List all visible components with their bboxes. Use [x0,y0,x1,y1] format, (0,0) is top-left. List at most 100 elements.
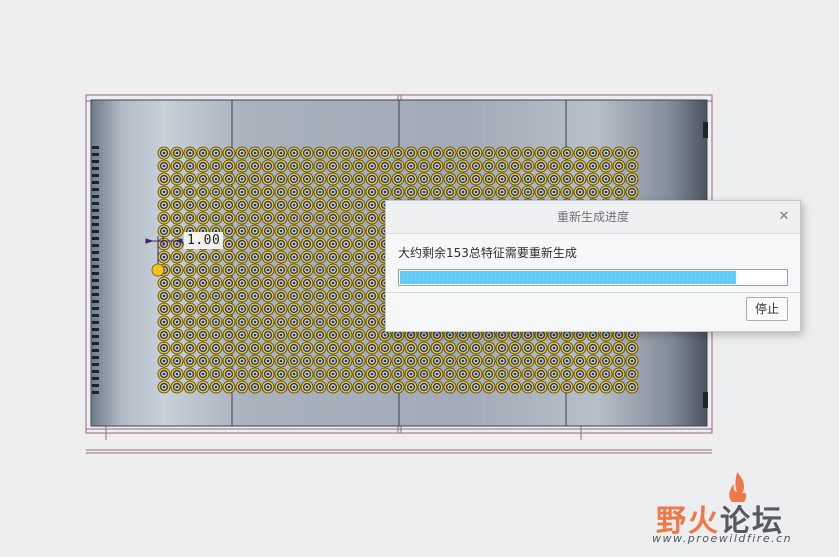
hole-circle [339,380,353,394]
hole-circle [261,276,275,290]
hole-circle [521,159,535,173]
hole-circle [248,146,262,160]
hole-circle [248,185,262,199]
hole-circle [547,185,561,199]
edge-tick [92,160,99,163]
hole-circle [599,172,613,186]
hole-circle [560,185,574,199]
hole-circle [378,172,392,186]
hole-circle [365,198,379,212]
hole-circle [339,341,353,355]
hole-circle [534,380,548,394]
hole-circle [508,159,522,173]
hole-circle [274,172,288,186]
edge-tick [92,307,99,310]
hole-circle [417,159,431,173]
hole-circle [547,380,561,394]
hole-circle [599,367,613,381]
dimension-value-label[interactable]: 1.00 [184,232,224,249]
hole-circle [326,250,340,264]
hole-circle [326,172,340,186]
hole-circle [209,146,223,160]
hole-circle [521,146,535,160]
hole-circle [560,159,574,173]
hole-circle [573,354,587,368]
edge-tick [92,356,99,359]
hole-circle [339,211,353,225]
hole-circle [417,146,431,160]
hole-circle [313,328,327,342]
hole-circle [196,159,210,173]
hole-circle [573,328,587,342]
edge-tick [92,377,99,380]
hole-circle [495,341,509,355]
dimension-annotation [145,236,183,268]
hole-circle [365,237,379,251]
hole-circle [209,172,223,186]
hole-circle [378,146,392,160]
hole-circle [547,172,561,186]
hole-circle [352,341,366,355]
close-icon[interactable]: ✕ [778,209,790,224]
hole-circle [547,354,561,368]
forum-watermark: 野火论坛 www.proewildfire.cn [652,470,832,550]
hole-circle [235,341,249,355]
hole-circle [430,159,444,173]
dialog-titlebar[interactable]: 重新生成进度 ✕ [386,201,800,234]
hole-circle [469,354,483,368]
hole-circle [482,367,496,381]
hole-circle [209,159,223,173]
regeneration-progress-dialog: 重新生成进度 ✕ 大约剩余153总特征需要重新生成 停止 [385,200,801,332]
selected-point-marker[interactable] [151,263,165,277]
hole-circle [300,185,314,199]
hole-circle [300,198,314,212]
hole-circle [157,185,171,199]
hole-circle [534,172,548,186]
hole-circle [248,367,262,381]
hole-circle [443,159,457,173]
hole-circle [313,146,327,160]
progress-bar [398,269,788,286]
hole-circle [365,224,379,238]
hole-circle [365,159,379,173]
hole-circle [248,276,262,290]
hole-circle [287,224,301,238]
hole-circle [300,380,314,394]
hole-circle [404,341,418,355]
hole-circle [352,172,366,186]
hole-circle [261,341,275,355]
hole-circle [170,354,184,368]
hole-circle [170,224,184,238]
watermark-title: 野火论坛 [656,504,784,539]
hole-circle [261,367,275,381]
hole-circle [482,146,496,160]
hole-circle [248,172,262,186]
hole-circle [443,341,457,355]
hole-circle [157,380,171,394]
stop-button[interactable]: 停止 [746,297,788,321]
hole-circle [287,328,301,342]
hole-circle [170,159,184,173]
hole-circle [235,315,249,329]
hole-circle [326,237,340,251]
hole-circle [391,341,405,355]
hole-circle [287,302,301,316]
hole-circle [417,354,431,368]
hole-circle [599,354,613,368]
hole-circle [248,380,262,394]
edge-tick [92,293,99,296]
hole-circle [456,341,470,355]
hole-circle [586,380,600,394]
hole-circle [170,276,184,290]
hole-circle [625,341,639,355]
hole-circle [508,354,522,368]
hole-circle [287,315,301,329]
hole-circle [274,250,288,264]
hole-circle [170,263,184,277]
hole-circle [612,159,626,173]
edge-tick [92,216,99,219]
edge-tick [92,195,99,198]
hole-circle [430,367,444,381]
hole-circle [248,237,262,251]
hole-circle [287,250,301,264]
